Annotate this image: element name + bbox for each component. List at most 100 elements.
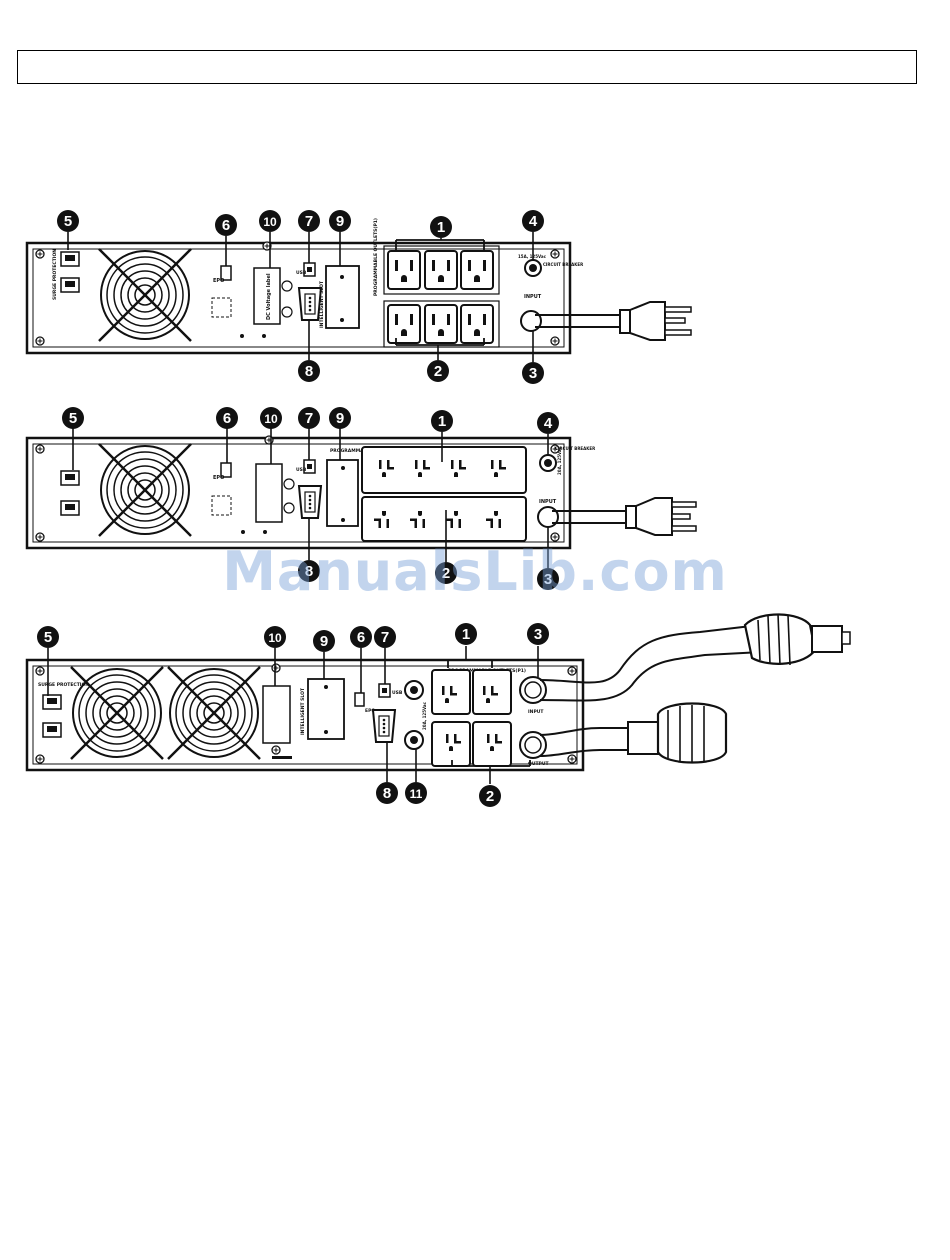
svg-text:8: 8 <box>305 363 313 380</box>
callout-9: 9 <box>313 630 335 652</box>
svg-text:7: 7 <box>305 213 313 230</box>
callouts: 5 10 9 6 7 1 3 8 11 2 <box>37 623 549 807</box>
callout-1: 1 <box>430 216 452 238</box>
callout-1: 1 <box>455 623 477 645</box>
svg-text:2: 2 <box>442 565 450 582</box>
usb-label: USB <box>392 690 403 696</box>
callout-2: 2 <box>435 562 457 584</box>
epo-port[interactable] <box>354 692 365 707</box>
svg-text:5: 5 <box>64 213 72 230</box>
svg-text:8: 8 <box>383 785 391 802</box>
callout-2: 2 <box>427 360 449 382</box>
input-power-cord <box>520 301 692 341</box>
svg-text:9: 9 <box>336 213 344 230</box>
dc-voltage-label-area <box>255 463 283 523</box>
callout-4: 4 <box>522 210 544 232</box>
svg-text:5: 5 <box>69 410 77 427</box>
svg-text:1: 1 <box>438 413 446 430</box>
svg-text:3: 3 <box>529 365 537 382</box>
callout-10: 10 <box>259 210 281 232</box>
programmable-outlets-p1[interactable] <box>383 245 500 295</box>
breaker-label: CIRCUIT BREAKER <box>543 262 583 267</box>
ups-unit-2: EPO USB PROGRAMMABLE OUTLETS(P1) CIRCUIT <box>25 407 697 590</box>
callout-3: 3 <box>527 623 549 645</box>
dc-voltage-label-area <box>253 267 281 325</box>
usb-label: USB <box>296 270 307 276</box>
svg-text:3: 3 <box>534 626 542 643</box>
breaker-rating: 20A, 125Vac <box>557 446 562 475</box>
slot-label: INTELLIGENT SLOT <box>300 687 306 735</box>
epo-label: EPO <box>213 475 224 481</box>
svg-text:4: 4 <box>529 213 538 230</box>
callout-5: 5 <box>37 626 59 648</box>
svg-text:1: 1 <box>462 626 470 643</box>
callout-1: 1 <box>431 410 453 432</box>
ups-unit-1: SURGE PROTECTION EPO DC Voltage label US… <box>25 210 692 384</box>
svg-text:6: 6 <box>357 629 365 646</box>
svg-text:8: 8 <box>305 563 313 580</box>
callouts: 5 6 10 7 9 1 4 8 2 3 <box>62 407 559 590</box>
svg-text:9: 9 <box>320 633 328 650</box>
callout-8: 8 <box>298 560 320 582</box>
callout-7: 7 <box>298 407 320 429</box>
header-box <box>17 50 917 84</box>
input-power-cord <box>537 497 697 536</box>
svg-text:10: 10 <box>264 412 278 426</box>
callout-10: 10 <box>260 407 282 429</box>
svg-text:1: 1 <box>437 219 445 236</box>
callout-7: 7 <box>298 210 320 232</box>
battery-backup-outlets[interactable] <box>431 721 512 767</box>
programmable-outlets-p1[interactable] <box>431 669 512 715</box>
programmable-outlets-p1[interactable] <box>361 446 527 494</box>
slot-label: INTELLIGENT SLOT <box>319 280 325 328</box>
svg-text:10: 10 <box>263 215 277 229</box>
usb-label: USB <box>296 467 307 473</box>
input-power-cord <box>519 613 851 704</box>
surge-label: SURGE PROTECTION <box>38 682 89 688</box>
battery-connector-area <box>262 685 291 744</box>
battery-backup-outlets[interactable] <box>361 496 527 542</box>
battery-backup-outlets[interactable] <box>383 300 500 348</box>
callout-4: 4 <box>537 412 559 434</box>
callout-2: 2 <box>479 785 501 807</box>
callout-8: 8 <box>298 360 320 382</box>
epo-port[interactable] <box>220 462 232 478</box>
callout-9: 9 <box>329 210 351 232</box>
svg-text:4: 4 <box>544 415 553 432</box>
input-label: INPUT <box>524 294 542 300</box>
serial-port[interactable] <box>298 485 322 519</box>
callout-10: 10 <box>264 626 286 648</box>
output-power-cord <box>519 702 728 764</box>
svg-text:6: 6 <box>222 217 230 234</box>
breaker-label: CIRCUIT BREAKER <box>555 446 595 451</box>
outlet-group-label: PROGRAMMABLE OUTLETS(P1) <box>373 218 379 296</box>
callout-5: 5 <box>57 210 79 232</box>
callout-7: 7 <box>374 626 396 648</box>
intelligent-slot[interactable] <box>326 459 359 527</box>
callout-6: 6 <box>215 214 237 236</box>
callout-9: 9 <box>329 407 351 429</box>
svg-text:7: 7 <box>305 410 313 427</box>
callout-3: 3 <box>522 362 544 384</box>
svg-text:9: 9 <box>336 410 344 427</box>
serial-port[interactable] <box>372 709 396 743</box>
svg-text:7: 7 <box>381 629 389 646</box>
circuit-breakers[interactable] <box>404 680 424 750</box>
svg-text:10: 10 <box>268 631 282 645</box>
callouts: 5 6 10 7 9 1 4 8 2 3 <box>57 210 544 384</box>
epo-label: EPO <box>365 708 375 714</box>
serial-port[interactable] <box>298 287 322 321</box>
callout-6: 6 <box>216 407 238 429</box>
callout-6: 6 <box>350 626 372 648</box>
callout-3: 3 <box>537 568 559 590</box>
callout-5: 5 <box>62 407 84 429</box>
dc-voltage-label: DC Voltage label <box>266 273 272 320</box>
epo-label: EPO <box>213 278 224 284</box>
svg-text:6: 6 <box>223 410 231 427</box>
callout-11: 11 <box>405 782 427 804</box>
breaker-rating: 20A, 125Vac <box>422 701 427 730</box>
surge-label: SURGE PROTECTION <box>52 249 58 300</box>
svg-text:11: 11 <box>410 787 423 801</box>
svg-text:2: 2 <box>486 788 494 805</box>
